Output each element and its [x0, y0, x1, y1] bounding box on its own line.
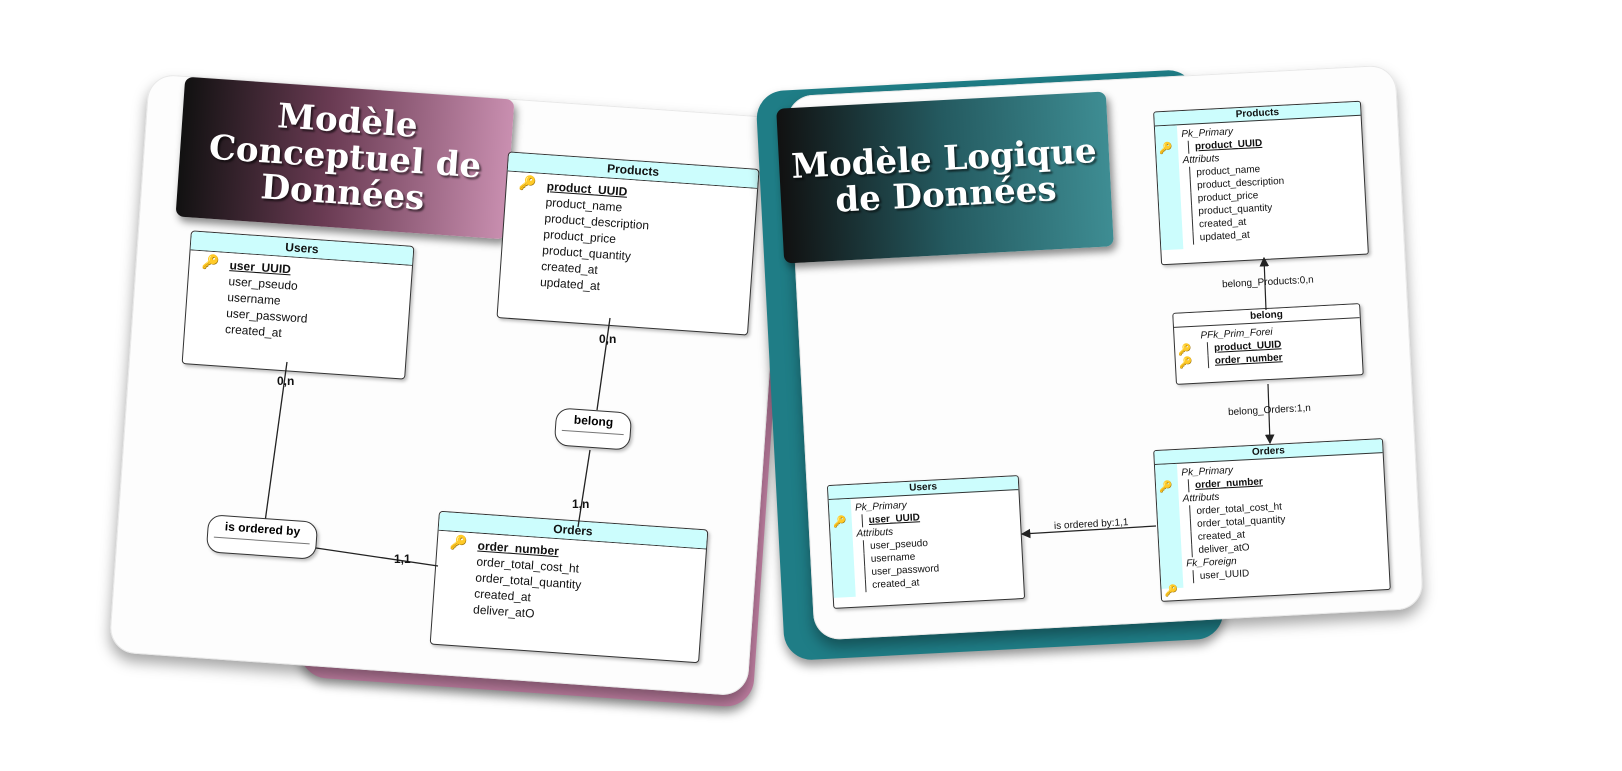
connector-products-belong [596, 317, 611, 411]
cardinality-products: 0,n [599, 332, 617, 346]
cardinality-orders-belong: 1,n [572, 497, 590, 511]
connector-isorderedby-orders [315, 547, 439, 567]
cardinality-users: 0,n [277, 374, 295, 388]
connector-users-isorderedby [264, 361, 288, 523]
connector-belong-orders [577, 449, 591, 528]
arrow-belong-orders [1264, 383, 1275, 445]
arrow-belong-products [1259, 256, 1270, 311]
arrow-orders-users [1020, 525, 1157, 539]
cardinality-orders-ordered: 1,1 [394, 552, 411, 566]
